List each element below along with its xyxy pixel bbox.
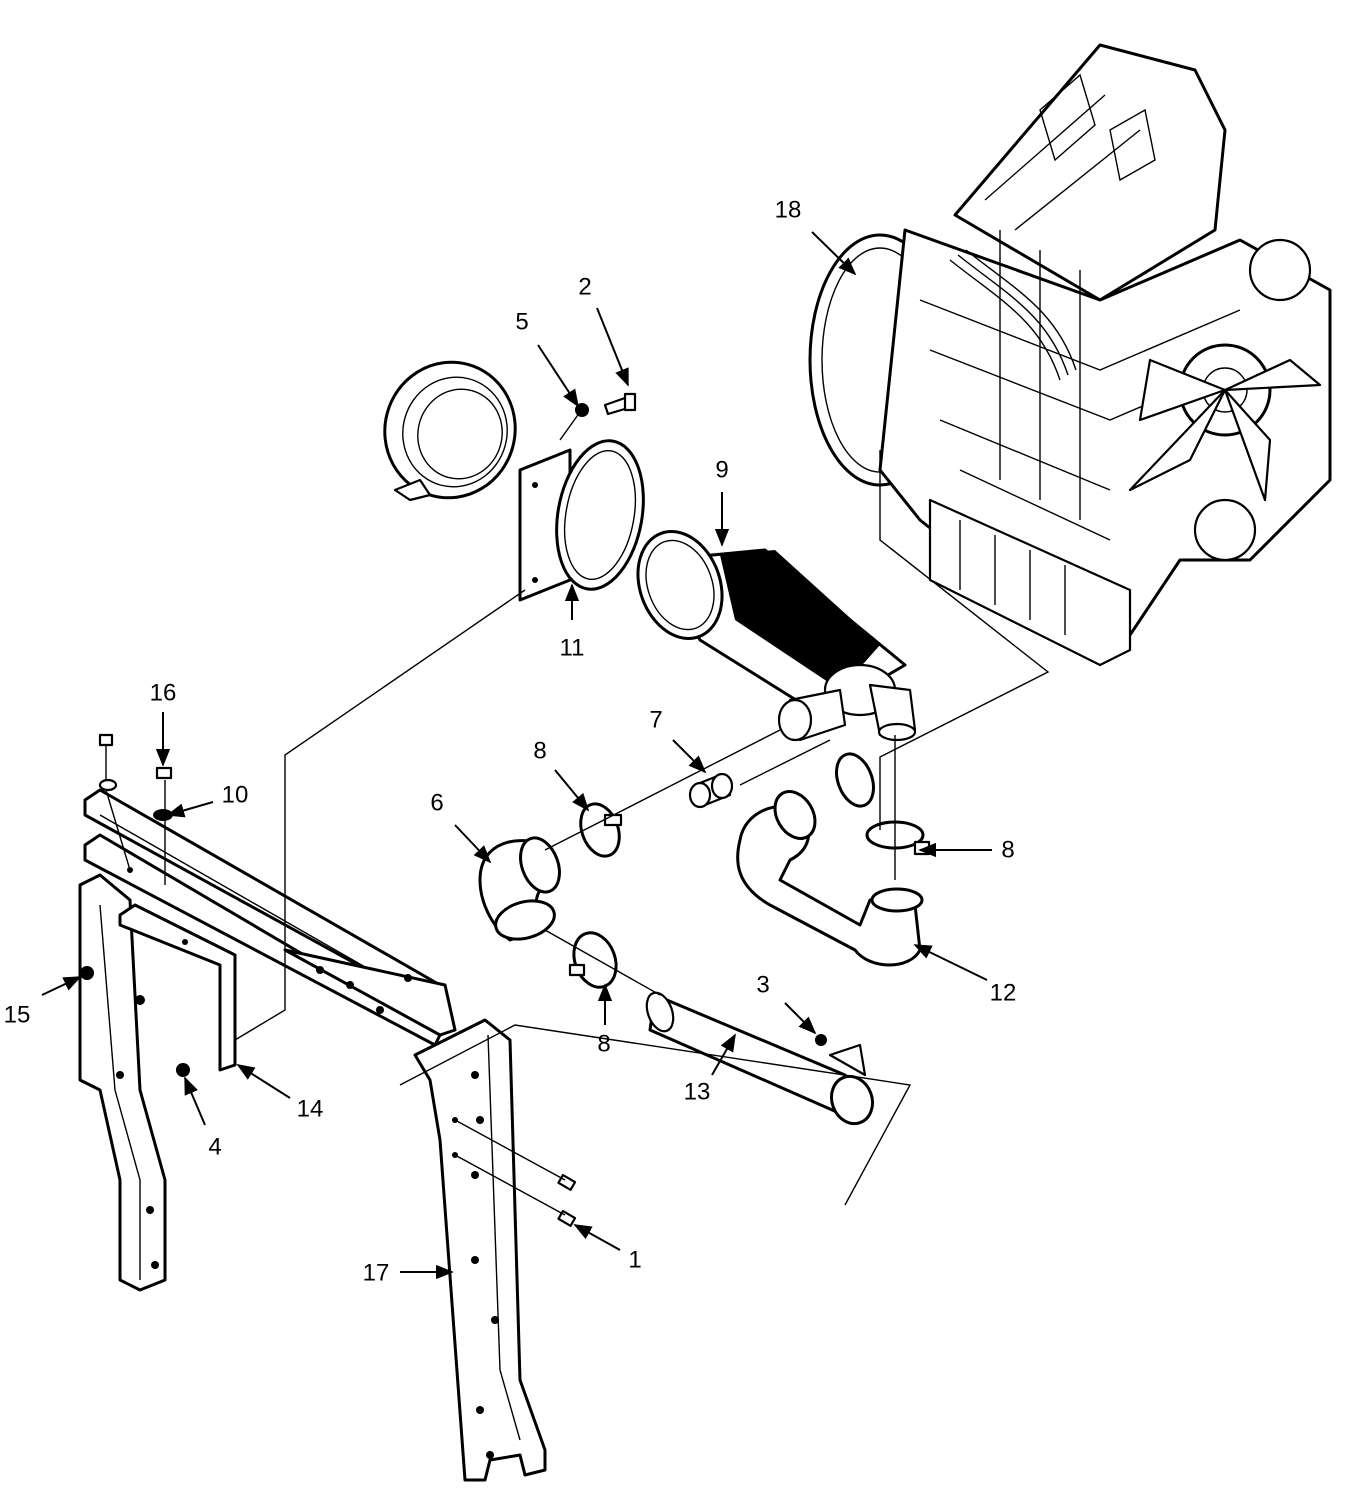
hose-clamp-upper	[579, 802, 623, 858]
support-frame	[78, 788, 457, 1292]
elbow-6	[478, 836, 561, 942]
callout-2: 2	[578, 274, 591, 301]
callout-15: 15	[4, 1002, 31, 1029]
callout-8-right: 8	[1001, 837, 1014, 864]
hose-clamp-right	[865, 820, 931, 856]
nut-4	[176, 1063, 190, 1077]
adapter-7	[688, 772, 734, 809]
hose-clamp-lower	[568, 931, 618, 989]
upright-post-17	[413, 1018, 547, 1482]
tube-13	[645, 991, 875, 1126]
callout-labels: 1 2 3 4 5 6 7 8 8 8 9 10 11 12 13 14 15 …	[4, 197, 1017, 1287]
assembly-lines	[105, 411, 1050, 1216]
mounting-band	[518, 439, 645, 602]
callout-7: 7	[649, 707, 662, 734]
nut-15	[80, 966, 94, 980]
callout-17: 17	[363, 1260, 390, 1287]
callout-1: 1	[628, 1247, 641, 1274]
callout-8-lower: 8	[597, 1031, 610, 1058]
bolts-1	[557, 1173, 577, 1227]
intake-hose-12	[736, 790, 924, 967]
hose-clamp-small	[835, 752, 875, 808]
callout-12: 12	[990, 980, 1017, 1007]
air-cleaner-body	[636, 530, 917, 742]
callout-11: 11	[560, 635, 585, 662]
leader-arrows	[41, 231, 992, 1280]
callout-5: 5	[515, 309, 528, 336]
nut-3	[815, 1034, 827, 1046]
callout-9: 9	[715, 457, 728, 484]
callout-13: 13	[684, 1079, 711, 1106]
callout-16: 16	[150, 680, 177, 707]
callout-4: 4	[208, 1134, 221, 1161]
callout-14: 14	[297, 1096, 324, 1123]
callout-3: 3	[756, 972, 769, 999]
callout-6: 6	[430, 790, 443, 817]
callout-10: 10	[222, 782, 249, 809]
engine-assembly	[808, 43, 1332, 667]
callout-18: 18	[775, 197, 802, 224]
callout-8-upper: 8	[533, 738, 546, 765]
precleaner-cap	[383, 360, 517, 502]
bolt-16	[98, 733, 173, 792]
bolt-2	[603, 392, 637, 416]
